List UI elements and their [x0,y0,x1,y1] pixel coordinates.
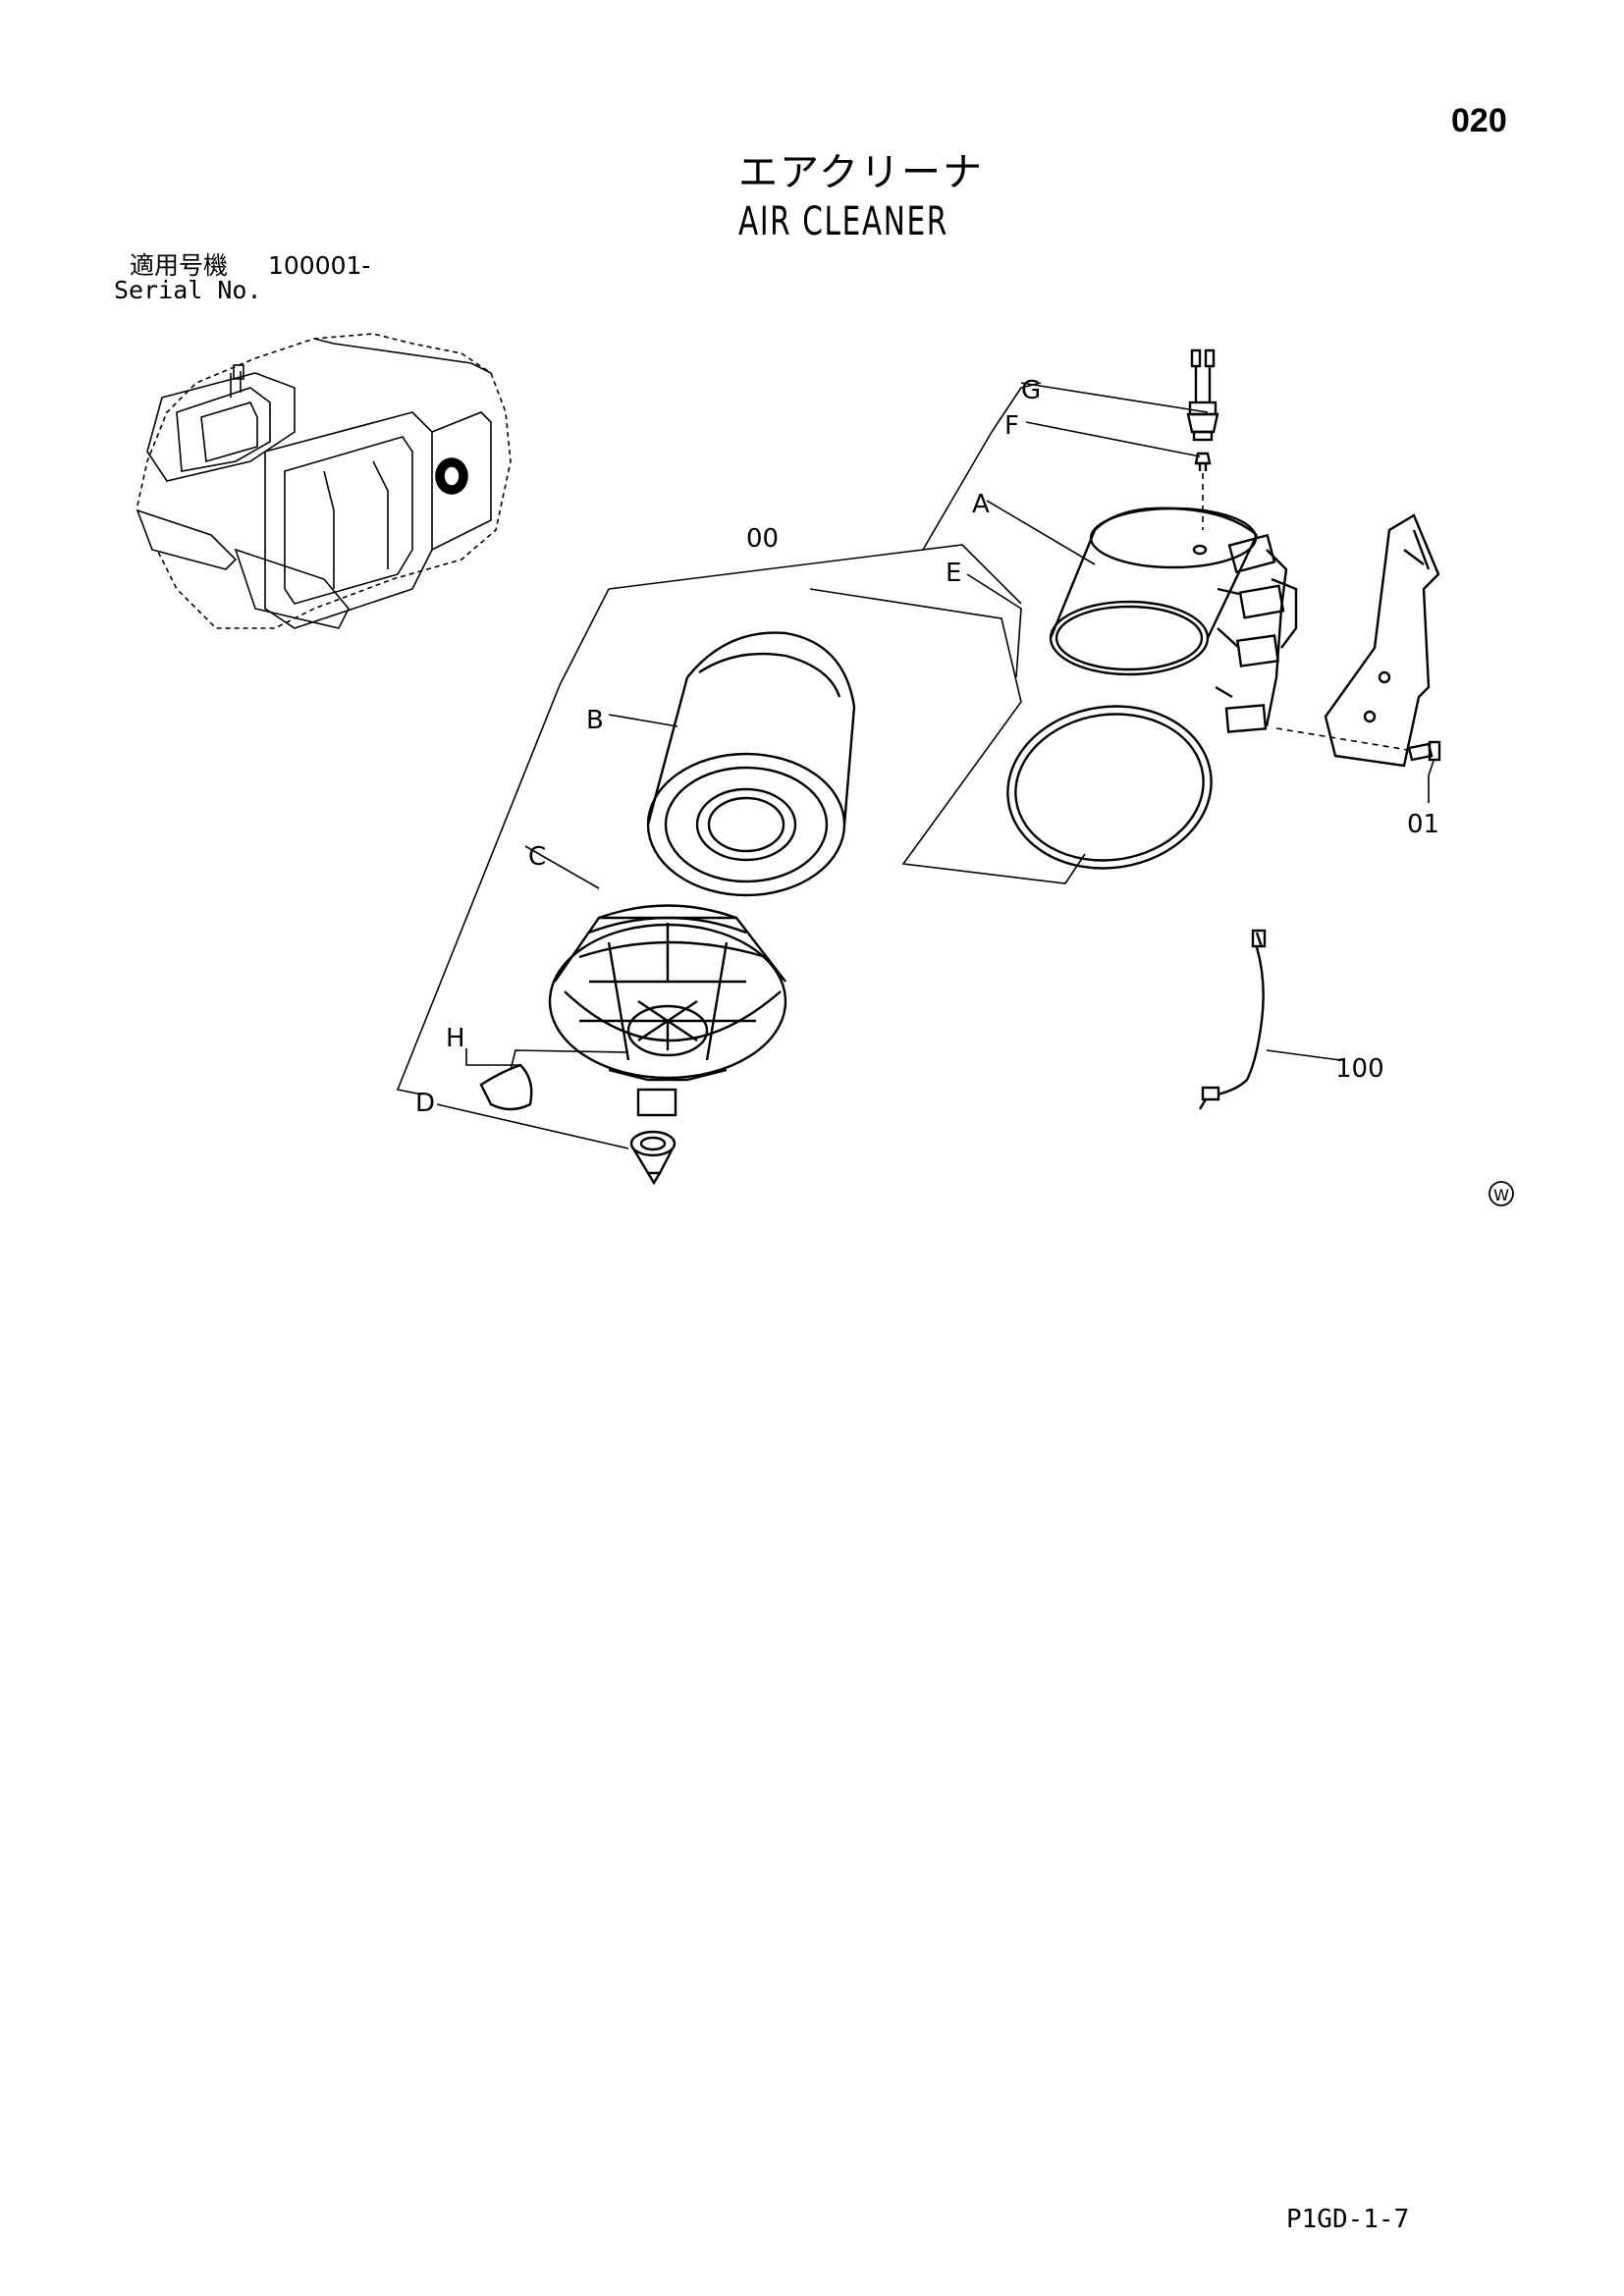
document-code: P1GD-1-7 [1286,2205,1410,2234]
air-cleaner-body-part [1049,507,1298,733]
circled-w-mark: W [1489,1181,1514,1206]
callout-A: A [972,490,990,519]
serial-label-english: Serial No. [114,276,262,304]
bolt-part [1407,740,1441,762]
callout-E: E [946,559,961,588]
wire-harness-part [1198,929,1267,1110]
callout-D: D [415,1089,435,1118]
filter-element-part [646,631,856,897]
callout-leader-lines [396,382,1435,1149]
cover-part [548,904,787,1117]
callout-C: C [528,842,546,872]
callout-F: F [1004,411,1019,441]
title-english: AIR CLEANER [738,199,948,244]
adapter-part [1194,452,1212,530]
mounting-bracket-part [1275,513,1440,768]
excavator-location-illustration [135,333,512,629]
gasket-ring-part [1006,705,1213,870]
sheet-part [479,1049,629,1111]
callout-100: 100 [1335,1054,1384,1084]
callout-B: B [586,706,604,735]
callout-01: 01 [1407,810,1439,839]
serial-value: 100001- [268,251,371,280]
callout-H: H [446,1024,465,1053]
restriction-sensor-part [1186,348,1219,442]
circled-w-letter: W [1493,1186,1509,1204]
serial-label-japanese: 適用号機 [130,251,229,280]
page-number: 020 [1451,102,1507,139]
title-japanese: エアクリーナ [738,150,984,195]
callout-G: G [1021,376,1041,405]
callout-00: 00 [746,524,779,554]
evacuator-valve-part [629,1130,677,1186]
